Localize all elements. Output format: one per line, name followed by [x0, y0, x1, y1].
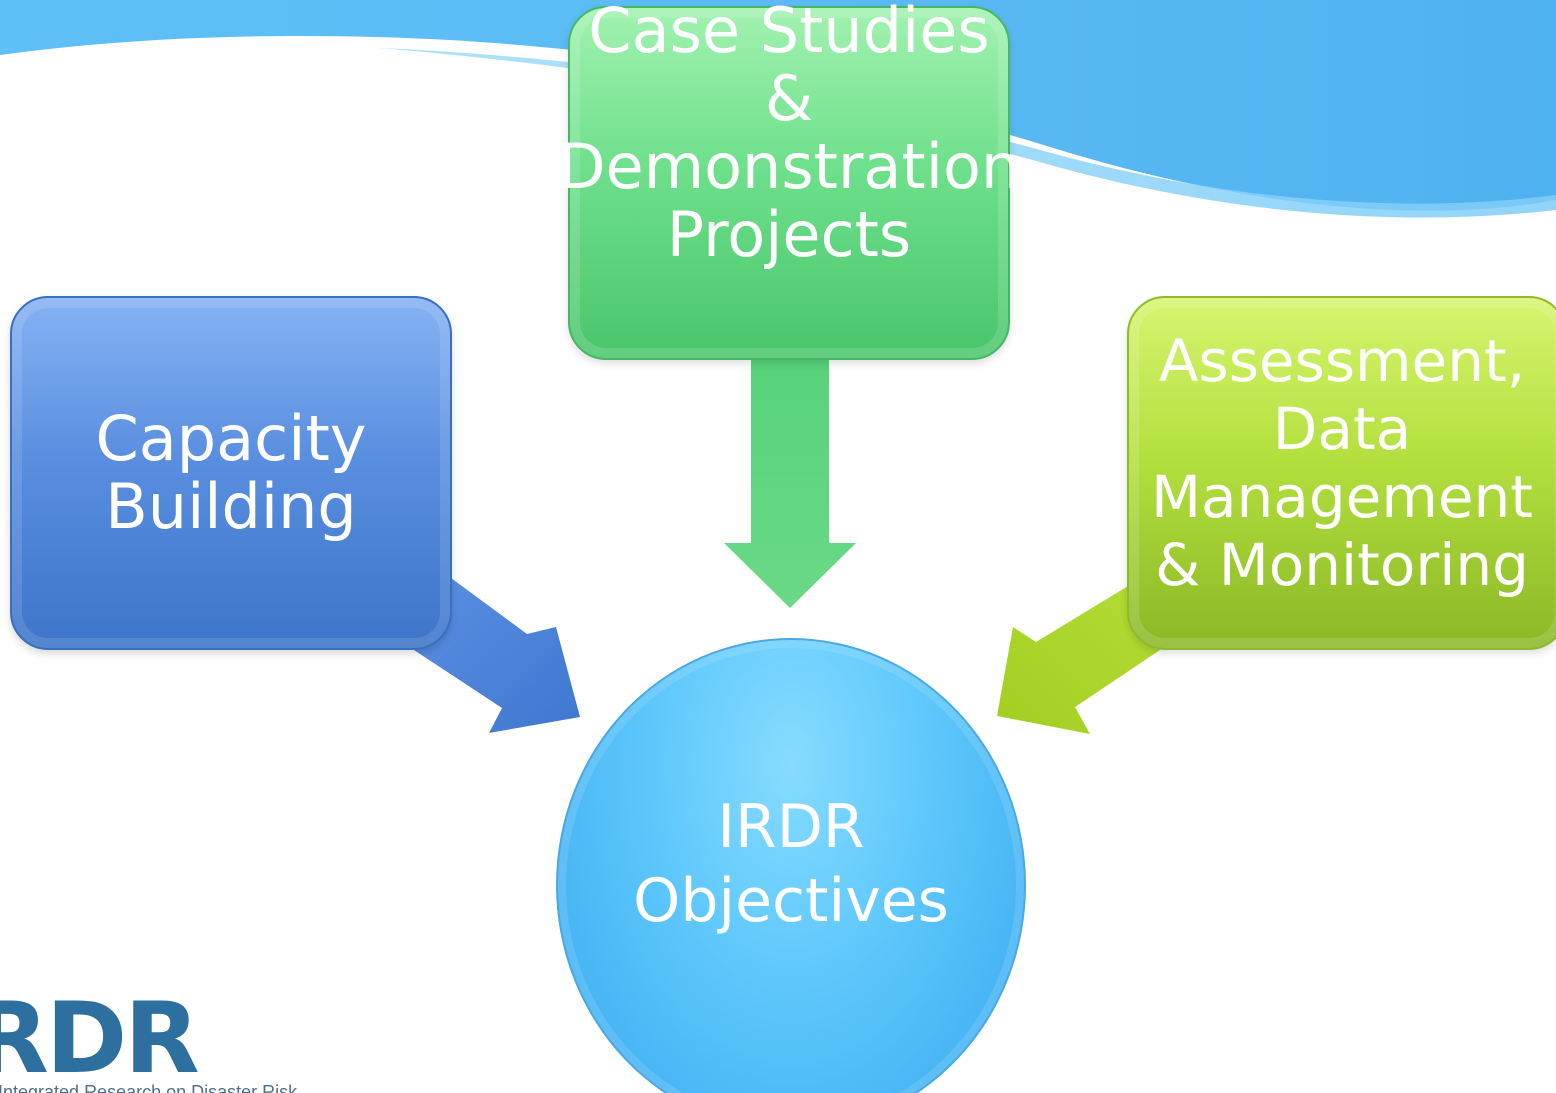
node-irdr-objectives-label: IRDR Objectives [633, 792, 949, 936]
arrow-capacity-to-objectives [414, 575, 580, 733]
node-case-studies-label: Case Studies & Demonstration Projects [557, 0, 1021, 271]
node-capacity-building-label: Capacity Building [95, 402, 367, 543]
node-irdr-objectives: IRDR Objectives [556, 638, 1026, 1093]
irdr-logo-mark: IRDR [0, 982, 200, 1093]
node-assessment-label: Assessment, Data Management & Monitoring [1150, 327, 1534, 599]
header-wave [0, 0, 1556, 211]
node-capacity-building: Capacity Building [10, 296, 452, 650]
node-assessment: Assessment, Data Management & Monitoring [1127, 296, 1556, 650]
irdr-logo: IRDR Integrated Research on Disaster Ris… [0, 990, 340, 1093]
node-case-studies: Case Studies & Demonstration Projects [558, 0, 1020, 360]
arrow-case-studies-to-objectives [724, 355, 856, 608]
arrow-assessment-to-objectives [997, 583, 1166, 734]
irdr-logo-tagline: Integrated Research on Disaster Risk [0, 1082, 298, 1093]
